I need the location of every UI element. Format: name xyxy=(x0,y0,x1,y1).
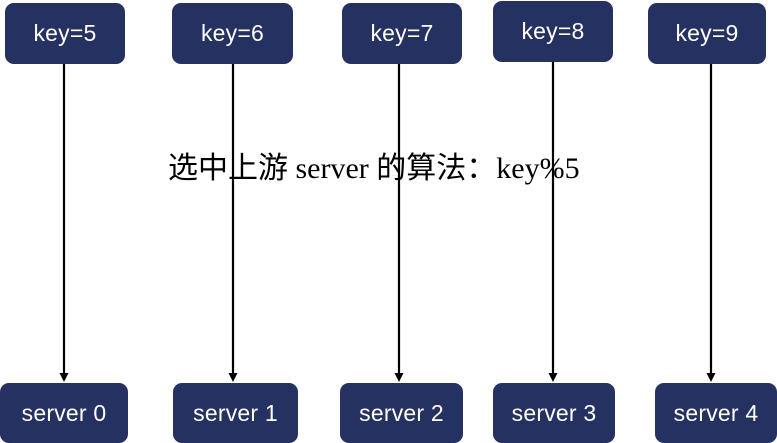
key-node-label: key=7 xyxy=(370,20,434,46)
server-node-2[interactable]: server 2 xyxy=(340,383,463,443)
server-node-label: server 3 xyxy=(511,399,597,426)
key-node-8[interactable]: key=8 xyxy=(493,1,613,62)
key-node-label: key=6 xyxy=(200,20,264,46)
server-node-0[interactable]: server 0 xyxy=(0,383,128,443)
key-node-label: key=8 xyxy=(521,18,585,44)
key-node-label: key=5 xyxy=(33,20,97,46)
key-node-label: key=9 xyxy=(675,20,739,46)
server-node-label: server 2 xyxy=(359,399,444,426)
algorithm-note: 选中上游 server 的算法：key%5 xyxy=(168,152,580,185)
server-node-label: server 1 xyxy=(193,399,278,426)
key-node-5[interactable]: key=5 xyxy=(5,3,125,64)
server-node-3[interactable]: server 3 xyxy=(493,383,615,443)
key-node-7[interactable]: key=7 xyxy=(342,3,462,64)
algorithm-note-text: 选中上游 server 的算法：key%5 xyxy=(168,152,580,185)
server-node-4[interactable]: server 4 xyxy=(655,383,777,443)
edge-group xyxy=(59,62,716,382)
server-node-label: server 4 xyxy=(673,399,759,426)
server-node-label: server 0 xyxy=(21,399,107,426)
key-node-6[interactable]: key=6 xyxy=(172,3,293,64)
key-node-9[interactable]: key=9 xyxy=(648,3,766,64)
server-node-1[interactable]: server 1 xyxy=(173,383,298,443)
